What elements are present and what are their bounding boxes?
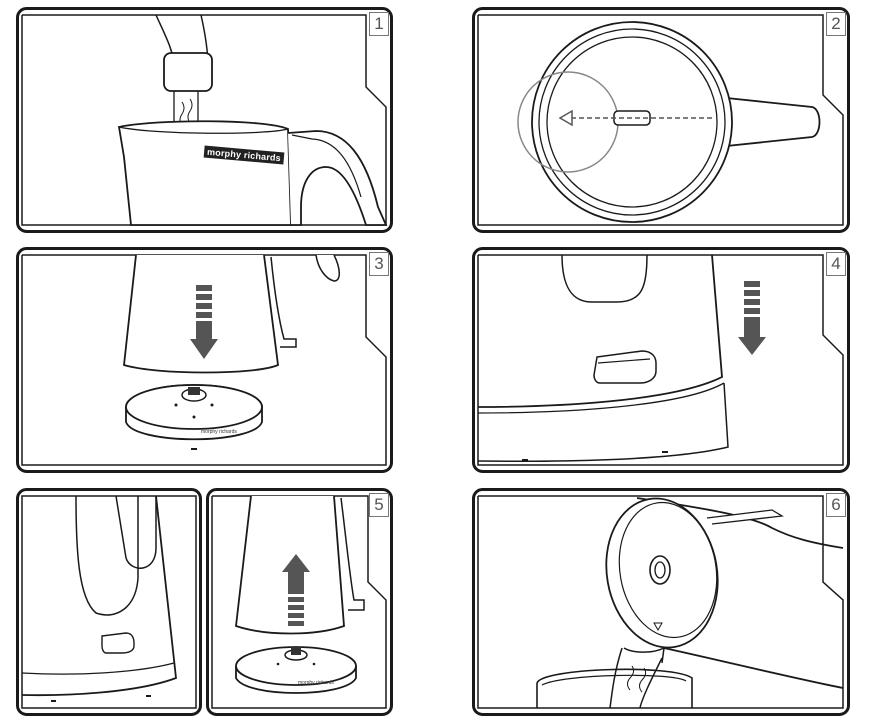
step-4-panel: 4 — [472, 247, 850, 473]
step-2-panel: 2 — [472, 7, 850, 233]
step-number: 2 — [826, 12, 846, 36]
lid-release-arrow-icon — [558, 109, 712, 127]
step-1-panel: morphy richards 1 — [16, 7, 393, 233]
step-5-left-panel — [16, 488, 202, 716]
step-1-illustration — [16, 7, 393, 233]
step-3-panel: morphy richards 3 — [16, 247, 393, 473]
step-number: 1 — [369, 12, 389, 36]
step-number: 4 — [826, 252, 846, 276]
step-3-illustration — [16, 247, 393, 473]
base-brand-label: morphy richards — [201, 429, 237, 435]
step-5-illustration — [206, 488, 393, 716]
step-number: 5 — [369, 493, 389, 517]
step-6-panel: 6 — [472, 488, 850, 716]
base-brand-label: morphy richards — [298, 680, 334, 686]
up-arrow-icon — [282, 554, 310, 626]
step-number: 3 — [369, 252, 389, 276]
step-5-panel: morphy richards 5 — [206, 488, 393, 716]
down-arrow-icon — [190, 285, 218, 359]
step-5-left-illustration — [16, 488, 202, 716]
step-number: 6 — [826, 493, 846, 517]
step-2-illustration — [472, 7, 850, 233]
step-4-illustration — [472, 247, 850, 473]
down-arrow-icon — [738, 281, 766, 355]
step-6-illustration — [472, 488, 850, 716]
